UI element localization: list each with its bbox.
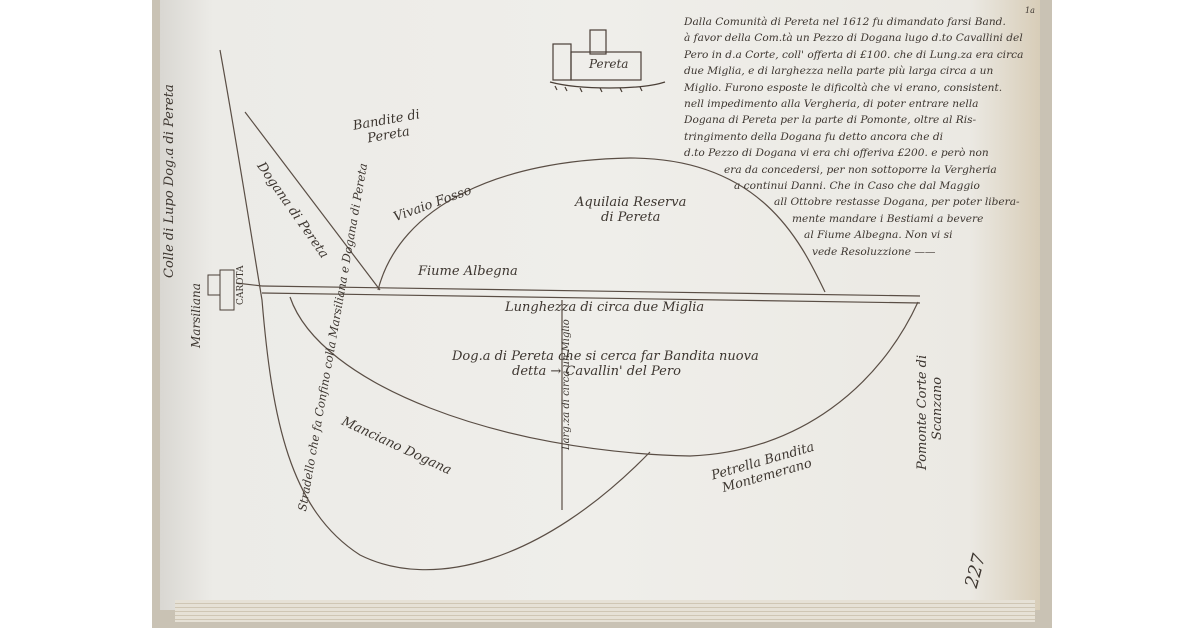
corner-mark: 1a <box>1025 6 1035 15</box>
vivaio-fosso-curve <box>377 157 826 293</box>
pereta-castle-icon <box>549 29 666 93</box>
river-south-bank <box>261 292 921 304</box>
note-line: a continui Danni. Che in Caso che dal Ma… <box>734 180 980 193</box>
note-line: Dalla Comunità di Pereta nel 1612 fu dim… <box>684 16 1006 28</box>
note-line: al Fiume Albegna. Non vi si <box>804 229 953 242</box>
label-larghezza: Larg.za di circa un Miglio <box>561 319 572 450</box>
note-line: due Miglia, e di larghezza nella parte p… <box>684 65 994 78</box>
label-carota: CAROTA <box>236 265 246 305</box>
label-colle-di-lupo: Colle di Lupo Dog.a di Pereta <box>162 84 177 278</box>
carota-tower-icon <box>207 269 235 311</box>
map-sheet <box>160 0 1040 610</box>
cavallini-lens <box>289 296 919 457</box>
carota-road <box>235 282 263 287</box>
label-marsiliana: Marsiliana <box>189 283 203 348</box>
note-line: d.to Pezzo di Dogana vi era chi offeriva… <box>684 147 989 160</box>
historical-note: Dalla Comunità di Pereta nel 1612 fu dim… <box>684 14 1039 260</box>
label-dogana-cavallini: Dog.a di Pereta che si cerca far Bandita… <box>452 349 759 379</box>
note-line: Pero in d.a Corte, coll' offerta di £100… <box>684 48 1024 61</box>
note-line: Dogana di Pereta per la parte di Pomonte… <box>684 114 977 127</box>
dogana-diagonal-line <box>244 111 381 291</box>
page-edges <box>175 600 1035 622</box>
note-line: era da concedersi, per non sottoporre la… <box>724 163 997 176</box>
note-line: all Ottobre restasse Dogana, per poter l… <box>774 196 1020 209</box>
note-line: tringimento della Dogana fu detto ancora… <box>684 130 944 143</box>
note-line: mente mandare i Bestiami a bevere <box>792 212 984 225</box>
note-line: à favor della Com.tà un Pezzo di Dogana … <box>684 32 1023 45</box>
note-line: Miglio. Furono esposte le dificoltà che … <box>684 81 1003 94</box>
label-lunghezza: Lunghezza di circa due Miglia <box>505 300 705 315</box>
river-north-bank <box>261 285 921 297</box>
label-fiume-albegna: Fiume Albegna <box>418 264 518 279</box>
stradello-boundary <box>219 49 651 571</box>
note-line: vede Resoluzzione —— <box>812 245 936 258</box>
note-line: nell impedimento alla Vergheria, di pote… <box>684 98 979 111</box>
pereta-castle-label: Pereta <box>589 57 629 71</box>
